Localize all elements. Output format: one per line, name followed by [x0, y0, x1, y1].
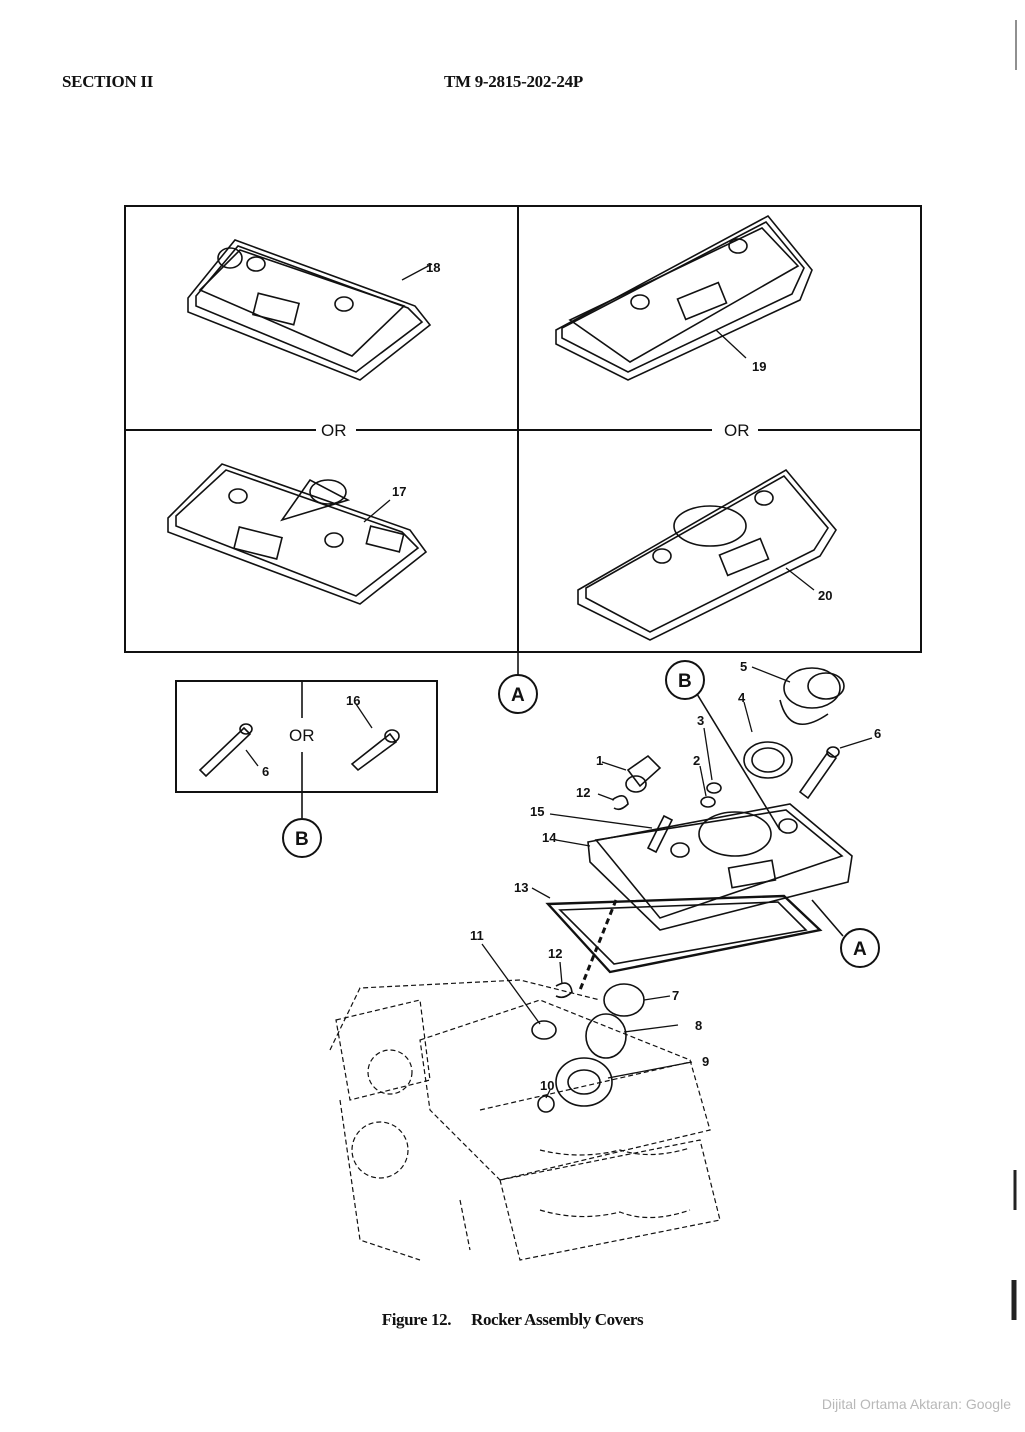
label-14: 14: [542, 830, 557, 845]
callout-a-right-label: A: [853, 939, 867, 960]
label-1: 1: [596, 753, 603, 768]
technical-manual-number: TM 9-2815-202-24P: [444, 72, 583, 91]
or-label-right: OR: [724, 421, 750, 440]
callout-b-left-label: B: [295, 829, 309, 850]
digitization-watermark: Dijital Ortama Aktaran: Google: [821, 1396, 1011, 1412]
engine-block-outline: [329, 979, 721, 1261]
callout-a-top-label: A: [511, 685, 525, 706]
figure-title: Rocker Assembly Covers: [471, 1310, 644, 1329]
or-label-bolts: OR: [289, 726, 315, 745]
label-15: 15: [530, 804, 544, 819]
label-2: 2: [693, 753, 700, 768]
callout-a-right: [811, 899, 880, 968]
label-6-left: 6: [262, 764, 269, 779]
label-17: 17: [392, 484, 406, 499]
label-16: 16: [346, 693, 360, 708]
label-4: 4: [738, 690, 746, 705]
label-12-lower: 12: [548, 946, 562, 961]
rocker-cover-20: [577, 468, 837, 641]
scan-edge-marks: [1011, 20, 1017, 1320]
label-18: 18: [426, 260, 440, 275]
clamp-12-upper: [611, 795, 629, 811]
label-20: 20: [818, 588, 832, 603]
callout-b-right-label: B: [678, 671, 692, 692]
callout-b-left: [282, 818, 322, 858]
cover-variants-grid: [124, 205, 922, 676]
rocker-cover-18: [187, 239, 432, 381]
clamp-12-lower: [555, 982, 573, 999]
washers-2-3: [700, 782, 722, 808]
leader-lines: [245, 263, 873, 1099]
label-9: 9: [702, 1054, 709, 1069]
oil-filler-cap: [779, 667, 845, 725]
label-3: 3: [697, 713, 704, 728]
label-13: 13: [514, 880, 528, 895]
rocker-cover-14: [587, 803, 853, 931]
label-6-right: 6: [874, 726, 881, 741]
label-11: 11: [470, 928, 484, 943]
label-5: 5: [740, 659, 747, 674]
section-heading: SECTION II: [62, 72, 154, 91]
grommet-11: [531, 1020, 557, 1040]
callout-b-right: [665, 660, 781, 831]
label-7: 7: [672, 988, 679, 1003]
or-label-left: OR: [321, 421, 347, 440]
grommet-4: [743, 741, 793, 779]
callout-a-top: [498, 674, 538, 714]
rocker-cover-19: [555, 214, 813, 381]
label-19: 19: [752, 359, 766, 374]
bolt-6-right: [798, 746, 840, 800]
part-number-labels: 18 19 17 20 5 4 3 2 6 1 12 15 14 13 11 1…: [262, 260, 881, 1093]
gasket-13: [545, 894, 823, 974]
label-8: 8: [695, 1018, 702, 1033]
breather-1: [625, 754, 662, 793]
label-12-upper: 12: [576, 785, 590, 800]
bolt-options-box: [175, 680, 438, 818]
hose-chain: [578, 899, 618, 991]
label-10: 10: [540, 1078, 554, 1093]
figure-caption: Figure 12. Rocker Assembly Covers: [0, 1310, 1025, 1330]
figure-number: Figure 12.: [381, 1310, 452, 1329]
rocker-cover-17: [167, 463, 428, 605]
